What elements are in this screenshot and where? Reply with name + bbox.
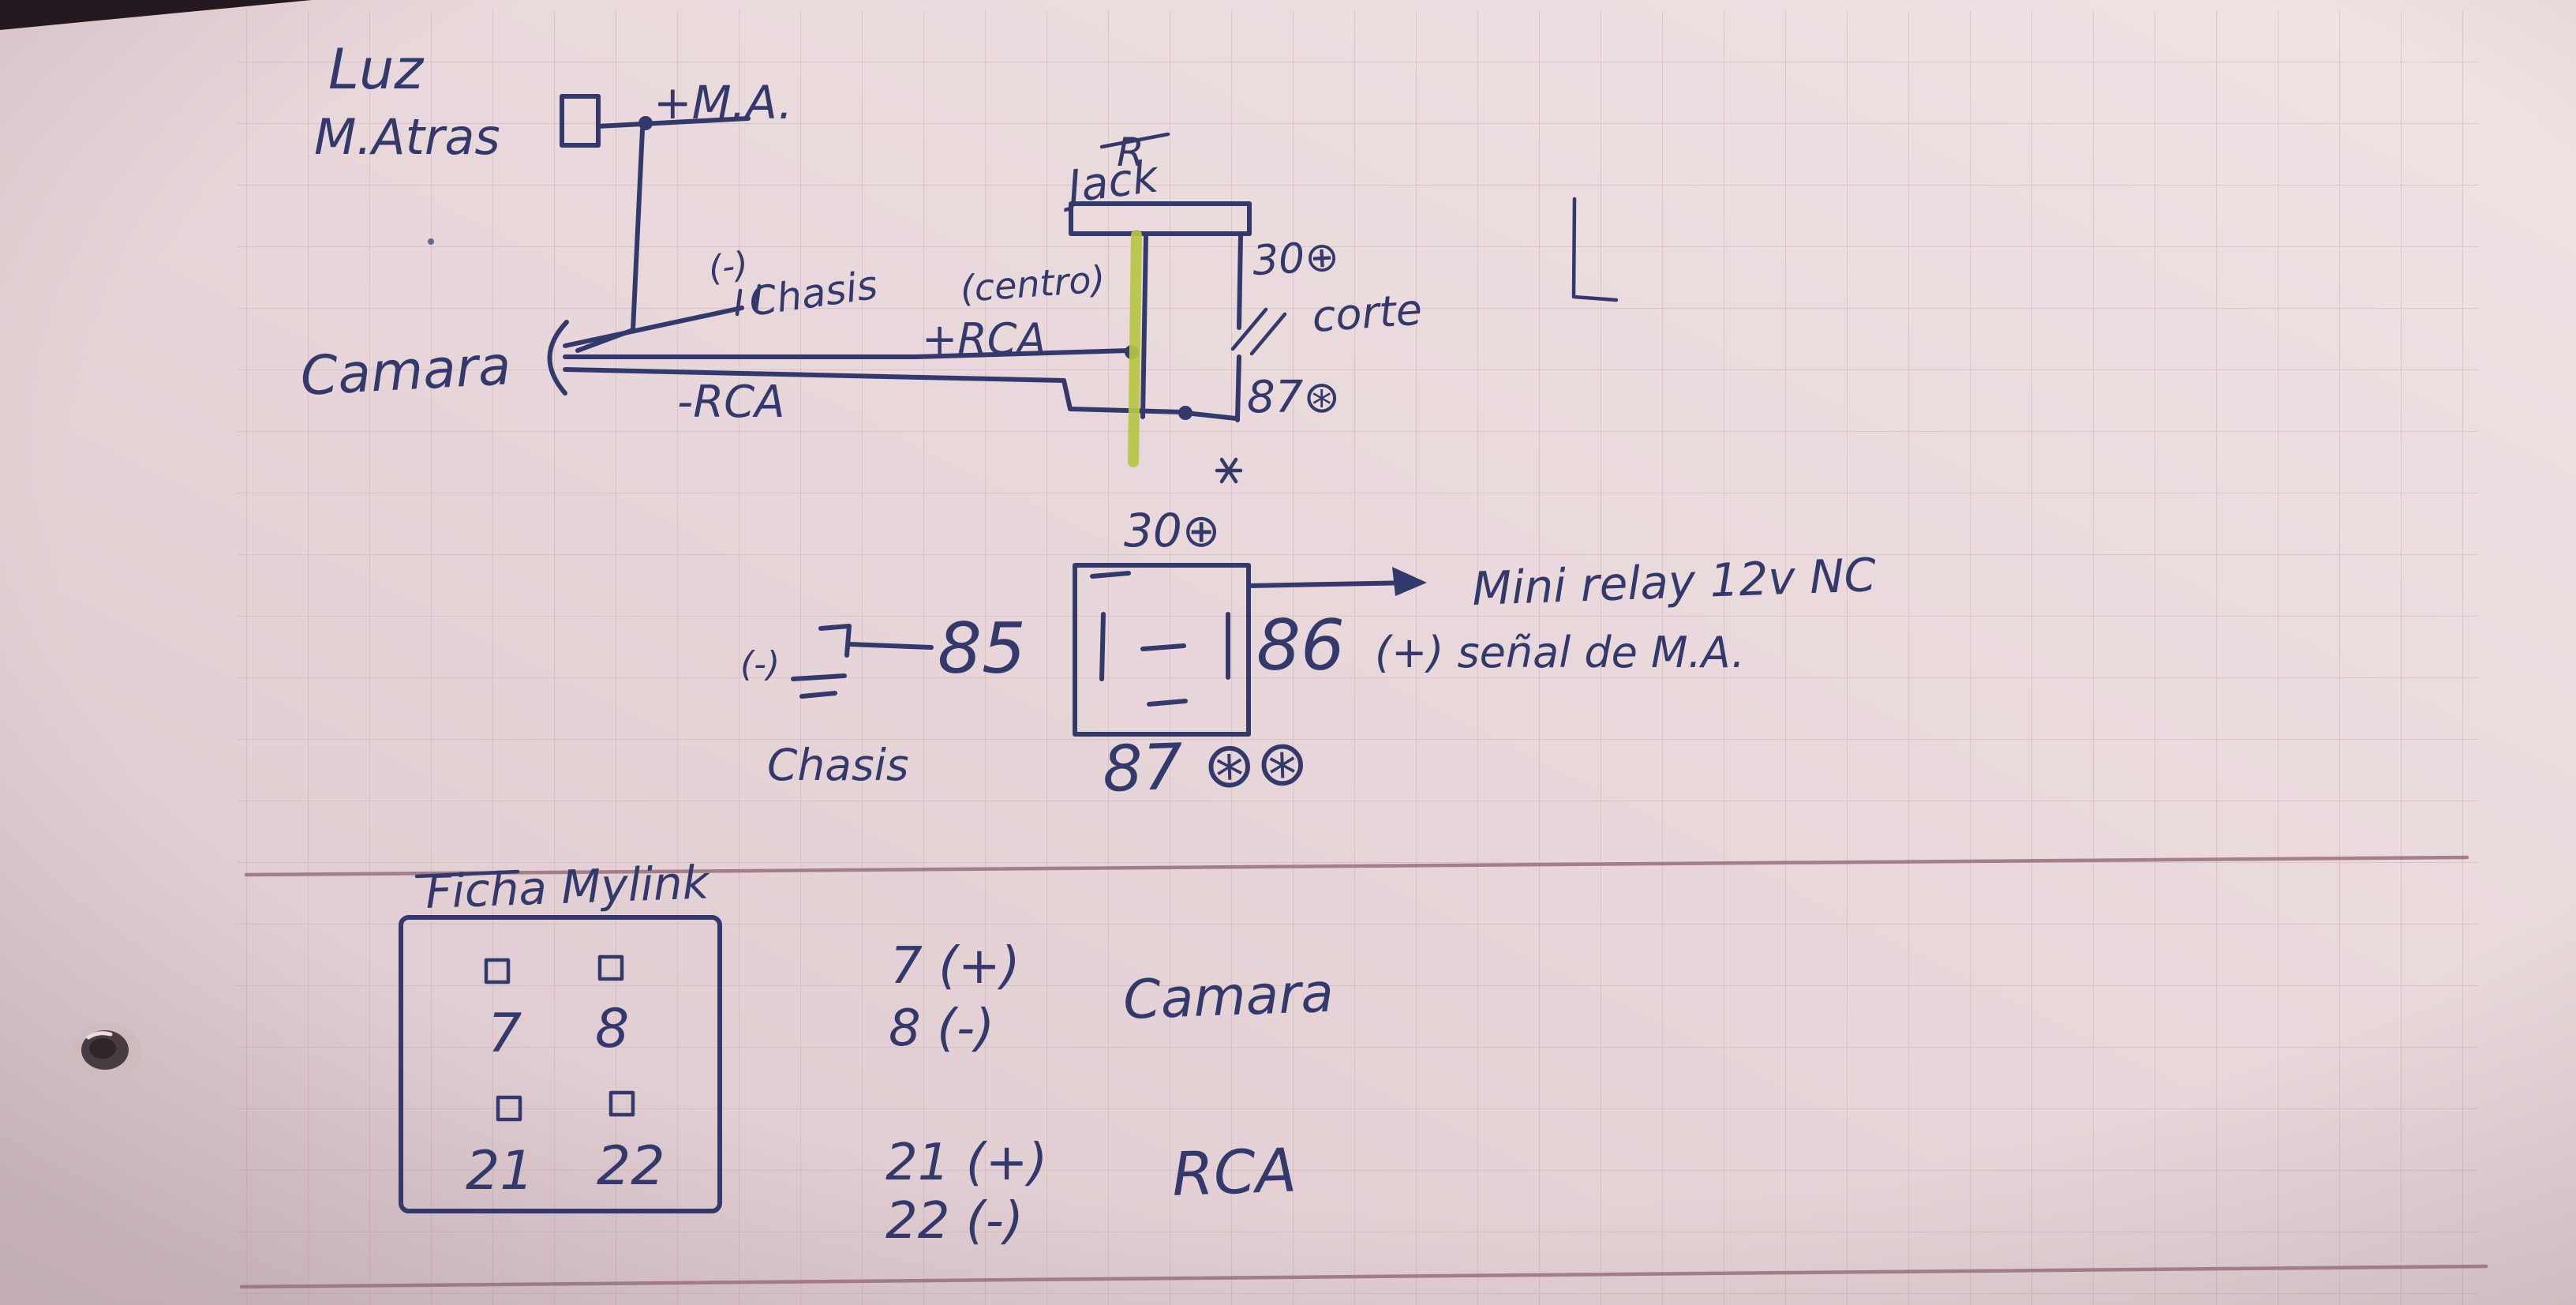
jack-center-wire bbox=[1140, 233, 1148, 419]
label-relay-87: 87 ⊛⊛ bbox=[1101, 726, 1309, 806]
label-camara-rows: Camara bbox=[1122, 962, 1335, 1032]
paper-hole bbox=[72, 1022, 141, 1081]
label-row-8: 8 (-) bbox=[889, 999, 994, 1058]
ground-bracket bbox=[818, 624, 852, 658]
wire-minus-rca bbox=[563, 367, 1185, 414]
label-relay-30: 30⊕ bbox=[1124, 504, 1220, 557]
wire-87-lower bbox=[1235, 354, 1241, 422]
relay-terminal-87 bbox=[1147, 699, 1188, 707]
label-gnd-chasis: Chasis bbox=[767, 740, 909, 790]
relay-pointer-line bbox=[1246, 580, 1415, 588]
ink-speck bbox=[428, 238, 434, 245]
label-jack: Jack bbox=[1058, 151, 1163, 214]
label-ficha-title: Ficha Mylink bbox=[425, 855, 712, 919]
label-centro: (centro) bbox=[959, 257, 1106, 310]
label-jack-r: R bbox=[1117, 129, 1144, 175]
label-row-7: 7 (+) bbox=[890, 937, 1020, 996]
relay-coil-dash bbox=[1140, 643, 1186, 651]
label-corte: corte bbox=[1311, 284, 1424, 342]
separator-line-bottom bbox=[239, 1264, 2488, 1289]
relay-box bbox=[1073, 563, 1251, 737]
label-plus-rca: +RCA bbox=[922, 314, 1046, 364]
label-row-22: 22 (-) bbox=[886, 1192, 1024, 1251]
label-pin-7: 7 bbox=[488, 1003, 522, 1065]
junction-dot-ma bbox=[638, 116, 653, 130]
connector-box bbox=[399, 915, 722, 1213]
label-plus-ma: +M.A. bbox=[653, 76, 792, 129]
wire-plus-rca bbox=[563, 348, 1131, 359]
label-relay-86: 86 bbox=[1256, 605, 1345, 686]
pin-square-7 bbox=[484, 958, 511, 984]
label-camara: Camara bbox=[299, 335, 512, 408]
label-luz: Luz bbox=[328, 37, 425, 102]
label-relay-85: 85 bbox=[938, 608, 1026, 689]
wire-85-ground bbox=[847, 642, 934, 650]
photo-corner-shadow bbox=[0, 0, 312, 30]
label-minus-rca: -RCA bbox=[677, 377, 785, 428]
reverse-light-symbol bbox=[560, 94, 601, 148]
relay-terminal-30 bbox=[1090, 571, 1131, 579]
corte-cut-marks bbox=[1230, 307, 1287, 356]
pin-square-22 bbox=[608, 1090, 635, 1117]
highlight-wire bbox=[1128, 230, 1142, 467]
pin-square-21 bbox=[496, 1095, 522, 1122]
label-matras: M.Atras bbox=[314, 108, 500, 166]
wire-minus-to-87 bbox=[1183, 411, 1238, 421]
ficha-overbar bbox=[414, 869, 520, 879]
pin-square-8 bbox=[597, 954, 624, 981]
label-pin-22: 22 bbox=[597, 1135, 665, 1198]
camera-bracket bbox=[547, 320, 569, 396]
label-relay-signal: (+) señal de M.A. bbox=[1375, 628, 1745, 677]
label-pin-8: 8 bbox=[595, 998, 629, 1060]
wire-30-upper bbox=[1237, 233, 1243, 330]
separator-line-top bbox=[244, 855, 2469, 877]
chasis-tick-marks bbox=[735, 283, 762, 317]
label-gnd-neg: (-) bbox=[740, 644, 780, 684]
label-rca-rows: RCA bbox=[1171, 1135, 1298, 1209]
wire-ma bbox=[596, 116, 751, 129]
arrow-head bbox=[1392, 567, 1427, 596]
ink-scribble-star bbox=[1215, 457, 1243, 484]
stray-l-mark bbox=[1571, 197, 1619, 302]
jack-body bbox=[1069, 201, 1252, 236]
label-87-top: 87⊛ bbox=[1247, 372, 1340, 423]
ground-symbol bbox=[791, 673, 847, 699]
label-pin-21: 21 bbox=[466, 1140, 534, 1202]
relay-bar-left bbox=[1099, 612, 1106, 681]
wire-chasis bbox=[563, 306, 744, 348]
label-30-top: 30⊕ bbox=[1252, 233, 1341, 285]
label-chasis-neg: (-) bbox=[706, 244, 751, 289]
jack-r-strike bbox=[1099, 132, 1170, 149]
label-row-21: 21 (+) bbox=[886, 1134, 1047, 1192]
